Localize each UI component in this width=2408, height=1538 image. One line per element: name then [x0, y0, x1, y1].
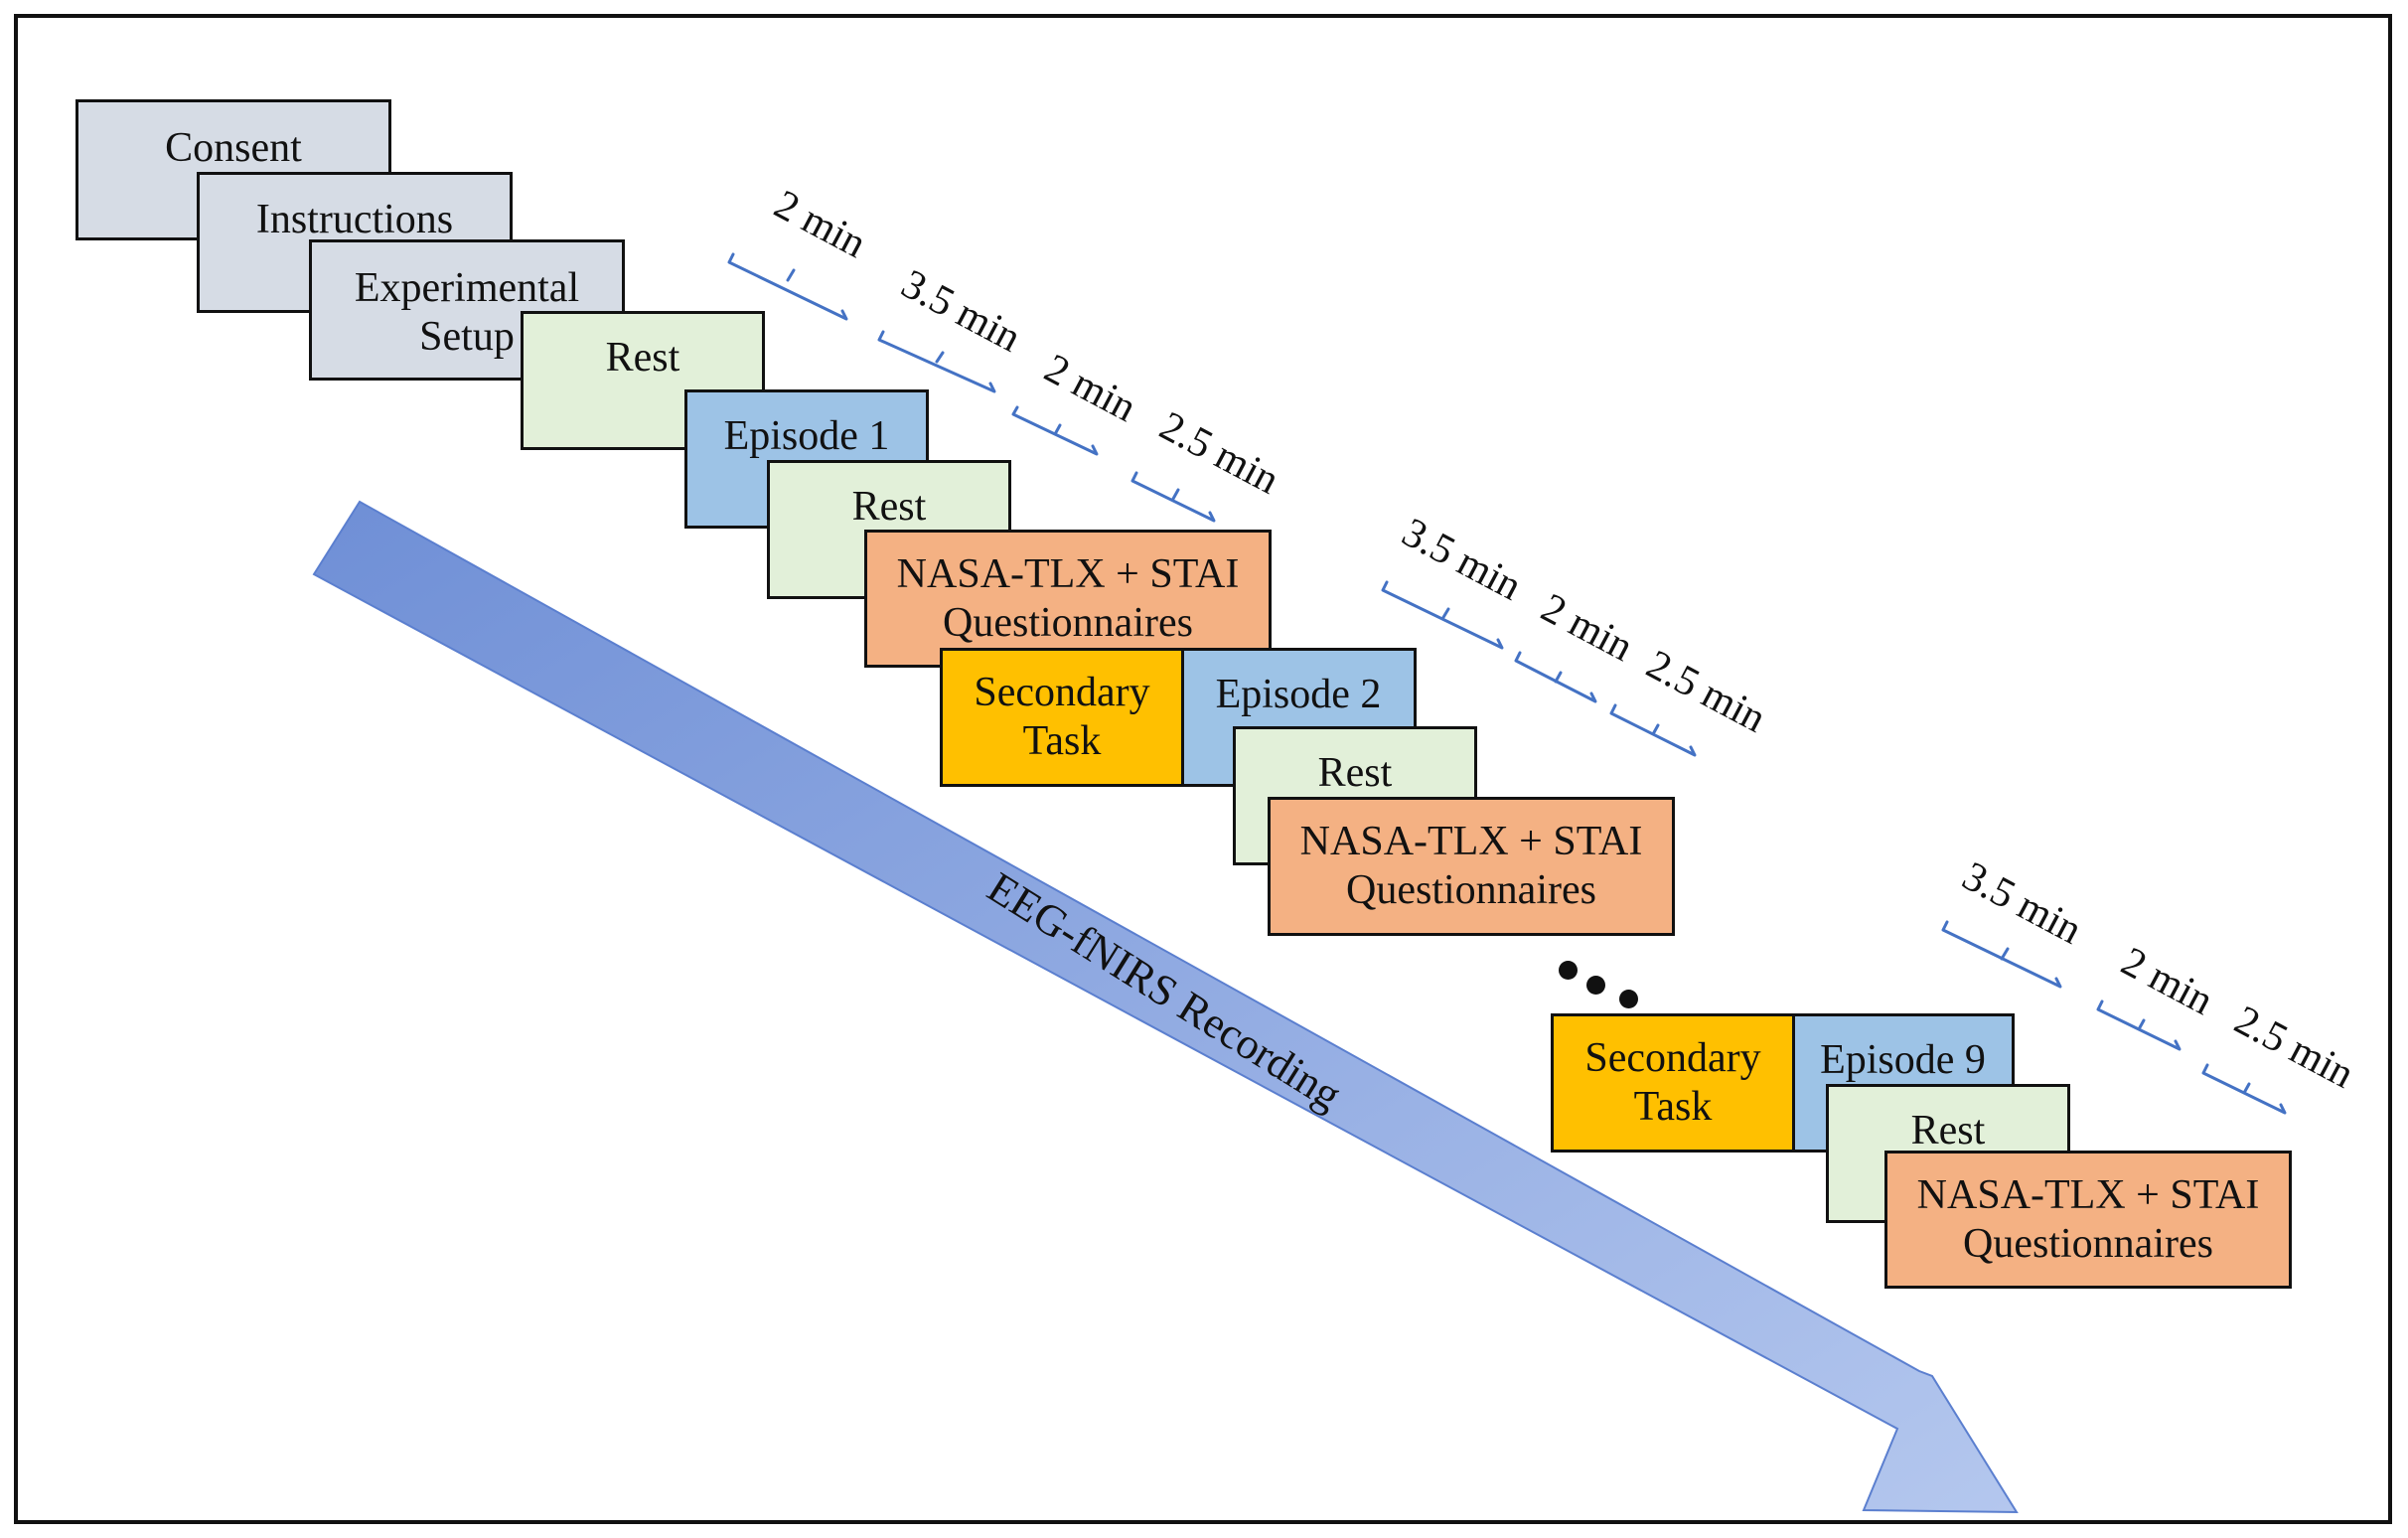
secondary-task-step-1: Secondary Task	[940, 648, 1184, 787]
secondary-label-line2: Task	[1022, 718, 1102, 764]
questionnaire-label-line1: NASA-TLX + STAI	[1299, 819, 1643, 864]
consent-label: Consent	[165, 125, 302, 171]
questionnaire-label-line2: Questionnaires	[1963, 1220, 2213, 1267]
bracket-questionnaire-2	[1609, 703, 1697, 757]
bracket-questionnaire-3	[2201, 1063, 2287, 1115]
questionnaire-step-1: NASA-TLX + STAI Questionnaires	[864, 530, 1272, 668]
bracket-rest-4	[2096, 1000, 2182, 1051]
questionnaire-step-3: NASA-TLX + STAI Questionnaires	[1884, 1151, 2292, 1289]
rest-label: Rest	[1317, 750, 1393, 796]
secondary-label-line1: Secondary	[1584, 1035, 1761, 1081]
episode-9-label: Episode 9	[1820, 1037, 1986, 1083]
setup-label-line1: Experimental	[354, 265, 580, 311]
bracket-episode-1	[877, 330, 996, 393]
questionnaire-label-line2: Questionnaires	[943, 599, 1193, 646]
ellipsis-dot	[1586, 976, 1605, 995]
ellipsis-dot	[1559, 961, 1578, 980]
rest-label: Rest	[851, 484, 927, 530]
experimental-setup-step: Experimental Setup	[309, 239, 625, 381]
rest-label: Rest	[605, 335, 680, 381]
questionnaire-step-2: NASA-TLX + STAI Questionnaires	[1268, 797, 1675, 936]
recording-arrow-shape	[312, 500, 2019, 1514]
bracket-rest-3	[1514, 651, 1597, 703]
bracket-rest-2	[1011, 405, 1099, 456]
bracket-episode-9	[1941, 920, 2062, 989]
instructions-label: Instructions	[255, 197, 454, 242]
secondary-task-step-2: Secondary Task	[1551, 1013, 1795, 1153]
questionnaire-label-line1: NASA-TLX + STAI	[1916, 1171, 2260, 1218]
episode-2-label: Episode 2	[1215, 672, 1382, 717]
rest-label: Rest	[1910, 1108, 1986, 1154]
bracket-rest-1	[727, 252, 848, 321]
episode-1-label: Episode 1	[723, 413, 890, 459]
setup-label-line2: Setup	[419, 314, 515, 360]
bracket-episode-2	[1381, 580, 1504, 650]
questionnaire-label-line2: Questionnaires	[1346, 867, 1596, 913]
secondary-label-line2: Task	[1633, 1084, 1713, 1130]
figure-border	[14, 14, 2392, 1524]
ellipsis-dot	[1619, 990, 1638, 1008]
bracket-questionnaire-1	[1130, 471, 1216, 523]
questionnaire-label-line1: NASA-TLX + STAI	[896, 550, 1240, 597]
secondary-label-line1: Secondary	[974, 670, 1150, 715]
